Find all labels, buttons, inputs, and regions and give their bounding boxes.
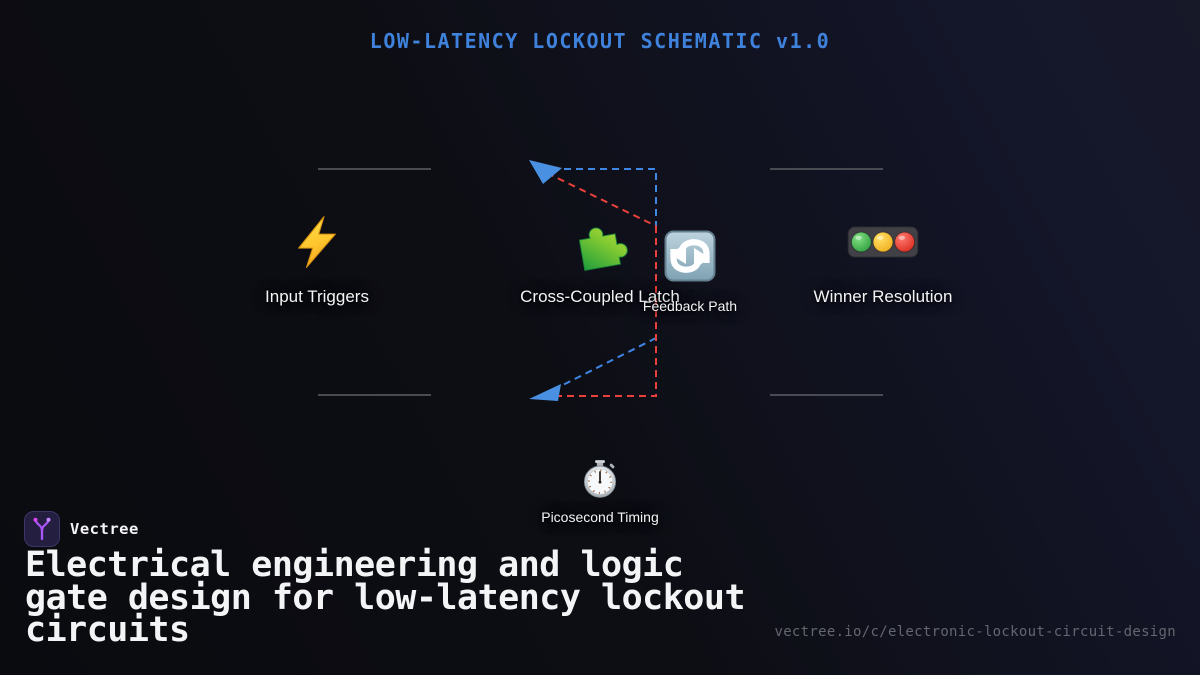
brand-name: Vectree <box>70 520 139 538</box>
arrowhead-bottom-icon <box>529 384 561 401</box>
node-label: Picosecond Timing <box>541 509 659 525</box>
feedback-edge-red-top <box>546 172 657 227</box>
node-cross-coupled-latch: Cross-Coupled Latch <box>490 211 710 307</box>
feedback-edges-red <box>546 172 657 397</box>
counterclockwise-arrows-icon <box>664 230 716 282</box>
brand-lockup: Vectree <box>24 511 139 547</box>
node-label: Input Triggers <box>265 287 369 306</box>
node-input-triggers: Input Triggers <box>207 211 427 307</box>
arrowhead-top-icon <box>529 160 562 184</box>
headline-line-3: circuits <box>25 610 190 650</box>
feedback-edge-red-bottom <box>546 226 657 397</box>
headline-line-2: gate design for low-latency lockout <box>25 577 746 618</box>
headline-line-1: Electrical engineering and logic <box>25 545 684 585</box>
puzzle-piece-icon <box>571 211 629 273</box>
feedback-edges-blue <box>547 168 657 393</box>
vectree-logo-icon <box>24 511 60 547</box>
connector-lines <box>318 168 883 396</box>
node-label: Feedback Path <box>642 298 738 314</box>
headline: Electrical engineering and logic gate de… <box>25 545 885 650</box>
page-url: vectree.io/c/electronic-lockout-circuit-… <box>774 624 1176 640</box>
node-label: Winner Resolution <box>813 287 953 306</box>
node-picosecond-timing: Picosecond Timing <box>500 459 700 525</box>
stopwatch-icon <box>582 459 618 499</box>
schematic-title: LOW-LATENCY LOCKOUT SCHEMATIC v1.0 <box>369 29 831 53</box>
lightning-bolt-icon <box>289 211 345 273</box>
node-feedback-path: Feedback Path <box>620 230 760 314</box>
horizontal-traffic-light-icon <box>847 211 919 273</box>
node-label: Cross-Coupled Latch <box>520 287 680 306</box>
feedback-edge-blue-bottom <box>548 337 657 393</box>
node-winner-resolution: Winner Resolution <box>773 211 993 307</box>
